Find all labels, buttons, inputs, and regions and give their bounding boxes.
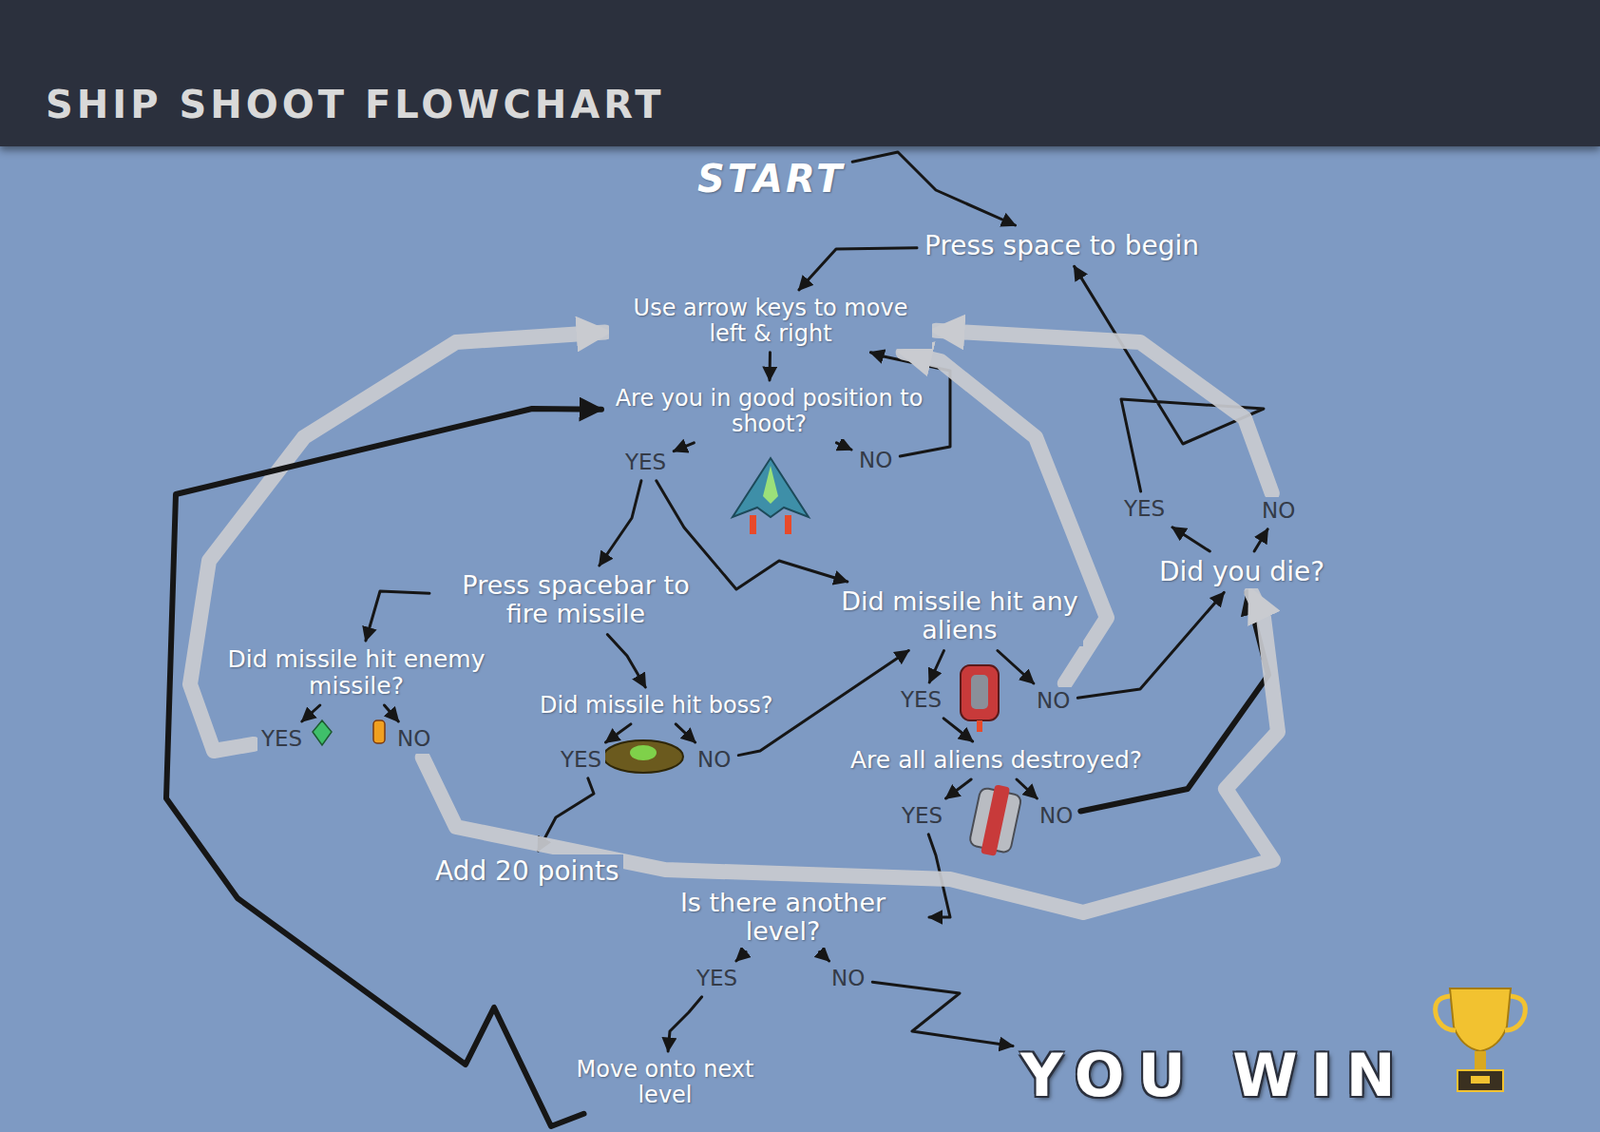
node-text: YES xyxy=(696,966,738,991)
node-text: NO xyxy=(397,726,431,752)
node-text: NO xyxy=(1036,688,1070,714)
flow-arrow xyxy=(1172,527,1210,552)
enemy-missile xyxy=(373,720,385,743)
node-text: NO xyxy=(1039,803,1073,829)
step-text: Move onto next level xyxy=(560,1054,770,1110)
flow-arrow xyxy=(607,634,646,688)
answer-label: YES xyxy=(621,448,670,477)
terminal-text: START xyxy=(693,155,849,203)
flow-arrow xyxy=(768,352,773,381)
step-text: Did missile hit enemy missile? xyxy=(204,644,509,702)
node-text: Are all aliens destroyed? xyxy=(850,746,1143,774)
node-text: Use arrow keys to move left & right xyxy=(612,295,929,347)
step-text: Are all aliens destroyed? xyxy=(846,744,1146,776)
answer-label: NO xyxy=(693,745,735,775)
node-text: Did you die? xyxy=(1159,556,1325,587)
node-text: START xyxy=(697,157,845,201)
node-text: Did missile hit boss? xyxy=(539,692,773,719)
answer-label: NO xyxy=(393,724,435,754)
player-ship xyxy=(732,457,809,534)
step-text: Did you die? xyxy=(1155,554,1329,589)
node-text: YES xyxy=(625,450,667,476)
flow-arrow xyxy=(667,996,703,1051)
node-text: Press spacebar to fire missile xyxy=(437,571,715,629)
answer-label: NO xyxy=(1035,801,1077,831)
answer-label: NO xyxy=(1257,496,1299,526)
flow-arrow xyxy=(599,480,642,566)
answer-label: NO xyxy=(827,964,869,993)
node-text: YES xyxy=(900,687,942,713)
terminal-text: YOU WIN xyxy=(1016,1040,1413,1110)
trophy xyxy=(1435,988,1526,1091)
answer-label: NO xyxy=(1032,686,1074,716)
flow-arrow xyxy=(302,704,321,722)
node-text: NO xyxy=(858,448,893,474)
flow-arrow xyxy=(736,952,746,962)
step-text: Press space to begin xyxy=(920,228,1203,263)
step-text: Are you in good position to shoot? xyxy=(605,383,934,439)
flow-arrow xyxy=(1016,779,1037,799)
answer-label: YES xyxy=(257,724,306,754)
node-text: YES xyxy=(560,747,602,773)
boss-ship xyxy=(603,740,684,773)
node-text: Is there another level? xyxy=(644,888,922,946)
node-text: YOU WIN xyxy=(1020,1042,1410,1108)
step-text: Did missile hit boss? xyxy=(535,690,777,721)
node-text: Press space to begin xyxy=(924,230,1200,261)
flow-arrow xyxy=(675,723,695,743)
alien-ship xyxy=(960,665,999,732)
flow-arrow xyxy=(384,704,400,722)
node-text: Did missile hit any aliens xyxy=(839,587,1080,645)
answer-label: YES xyxy=(556,745,606,775)
flow-arrow xyxy=(673,442,694,452)
flow-arrow xyxy=(946,779,972,799)
node-text: YES xyxy=(261,726,303,752)
flow-arrow xyxy=(872,981,1013,1046)
flow-arrow xyxy=(365,590,430,641)
node-text: Did missile hit enemy missile? xyxy=(208,646,505,700)
flow-arrow xyxy=(1074,266,1264,492)
title: SHIP SHOOT FLOWCHART xyxy=(45,83,666,126)
node-text: Are you in good position to shoot? xyxy=(609,385,930,438)
flow-arrow xyxy=(1254,529,1268,552)
loop-arrow xyxy=(935,330,1273,494)
node-text: NO xyxy=(831,966,865,991)
node-text: Move onto next level xyxy=(564,1056,766,1108)
flow-arrow xyxy=(606,723,631,743)
flow-arrow xyxy=(819,952,830,962)
step-text: Add 20 points xyxy=(431,854,624,888)
green-gem xyxy=(312,720,332,745)
loop-arrow xyxy=(190,332,606,752)
alien-ship xyxy=(967,780,1023,859)
step-text: Use arrow keys to move left & right xyxy=(609,293,933,349)
node-text: NO xyxy=(1261,498,1296,524)
flow-arrow xyxy=(799,247,917,290)
answer-label: YES xyxy=(1120,495,1169,524)
node-text: NO xyxy=(697,747,731,773)
answer-label: NO xyxy=(855,446,896,476)
flow-arrow xyxy=(997,650,1034,685)
flow-arrow xyxy=(929,650,944,684)
node-text: Add 20 points xyxy=(435,856,620,886)
answer-label: YES xyxy=(692,964,742,993)
node-text: YES xyxy=(901,803,943,829)
flow-arrow xyxy=(852,152,1015,226)
step-text: Is there another level? xyxy=(640,886,926,948)
step-text: Did missile hit any aliens xyxy=(836,585,1084,647)
node-text: YES xyxy=(1123,496,1165,522)
flow-arrow xyxy=(836,442,852,450)
flow-arrow xyxy=(943,718,972,742)
step-text: Press spacebar to fire missile xyxy=(433,569,719,630)
flow-arrow xyxy=(166,408,602,1126)
answer-label: YES xyxy=(896,685,946,715)
answer-label: YES xyxy=(897,801,947,831)
